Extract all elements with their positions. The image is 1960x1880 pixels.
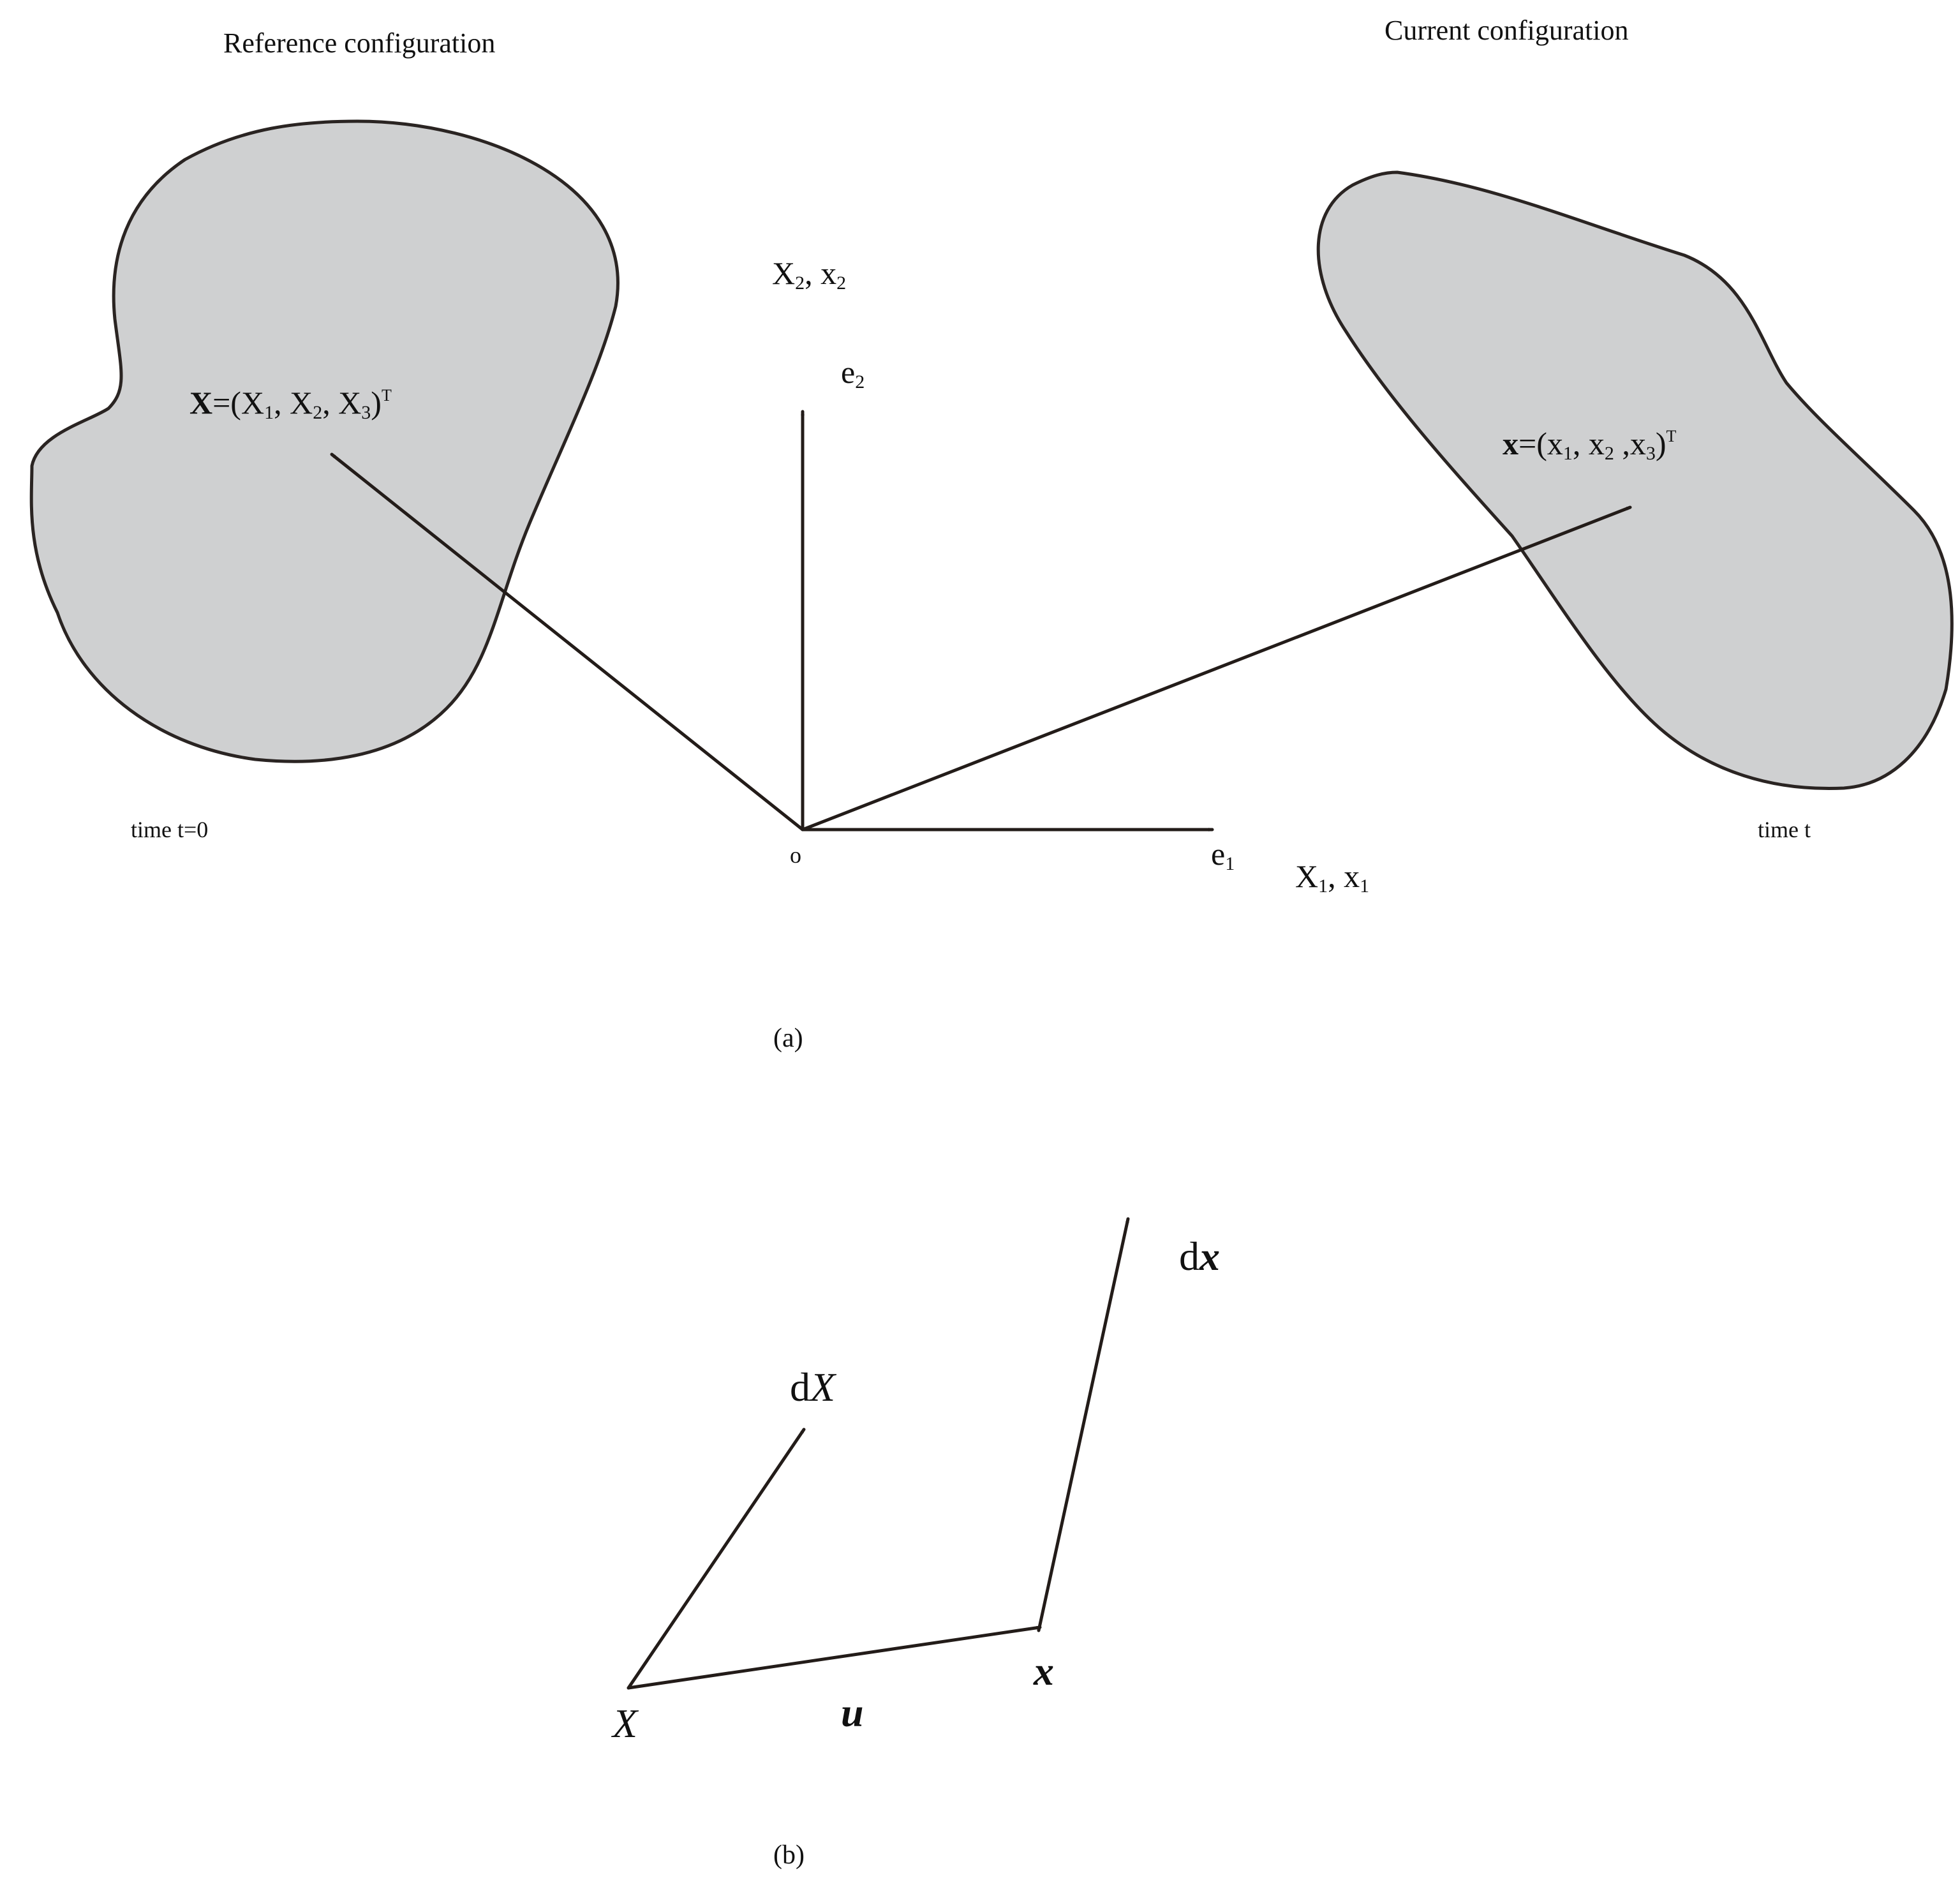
reference-configuration-title: Reference configuration	[223, 27, 495, 59]
dx-arrow	[1037, 1217, 1130, 1632]
dx-label: dx	[1179, 1234, 1220, 1279]
basis-e1-label: e1	[1211, 836, 1235, 874]
panel-b: X dX u x dx (b)	[611, 1217, 1220, 1870]
u-arrow	[627, 1625, 1042, 1690]
current-configuration-title: Current configuration	[1385, 15, 1628, 46]
basis-e2-label: e2	[841, 354, 865, 392]
point-x-label: x	[1033, 1648, 1054, 1694]
axis-horizontal-label: X1, x1	[1295, 858, 1369, 897]
time-reference-label: time t=0	[131, 817, 208, 842]
current-body	[1316, 170, 1954, 791]
current-position-arrow	[801, 505, 1632, 832]
dX-arrow	[627, 1428, 806, 1690]
origin-label: o	[790, 842, 801, 868]
dX-label: dX	[790, 1364, 837, 1410]
reference-body	[29, 119, 620, 763]
reference-position-arrow	[330, 452, 805, 832]
reference-position-formula: X=(X1, X2, X3)T	[189, 385, 392, 423]
panel-a: Reference configuration Current configur…	[29, 15, 1954, 1053]
point-X-label: X	[611, 1701, 639, 1746]
time-current-label: time t	[1758, 817, 1811, 842]
current-position-formula: x=(x1, x2 ,x3)T	[1503, 426, 1677, 464]
caption-a: (a)	[773, 1024, 803, 1053]
u-label: u	[841, 1690, 864, 1735]
caption-b: (b)	[773, 1840, 805, 1870]
axis-vertical-label: X2, x2	[772, 255, 846, 294]
